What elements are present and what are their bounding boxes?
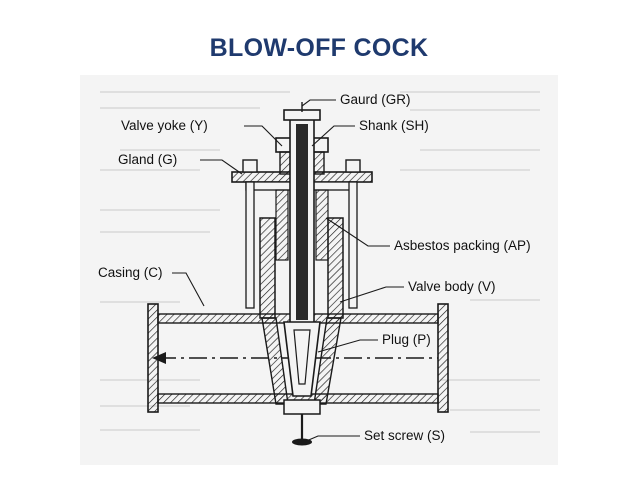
valve-body: [259, 217, 344, 415]
label-valve-body: Valve body (V): [408, 279, 496, 294]
leader-lines: [172, 99, 404, 443]
label-plug: Plug (P): [382, 332, 431, 347]
background-text-lines: [100, 91, 540, 433]
label-shank: Shank (SH): [359, 118, 429, 133]
guard: [283, 102, 321, 121]
label-valve-yoke: Valve yoke (Y): [121, 118, 208, 133]
label-asbestos-packing: Asbestos packing (AP): [394, 238, 531, 253]
set-screw: [292, 414, 312, 446]
plug: [283, 321, 321, 397]
label-casing: Casing (C): [98, 265, 163, 280]
asbestos-packing-right: [315, 189, 329, 261]
page-title: BLOW-OFF COCK: [209, 34, 429, 62]
asbestos-packing-left: [275, 189, 289, 261]
label-guard: Gaurd (GR): [340, 92, 411, 107]
label-gland: Gland (G): [118, 152, 177, 167]
shank: [289, 117, 315, 327]
label-set-screw: Set screw (S): [364, 428, 445, 443]
